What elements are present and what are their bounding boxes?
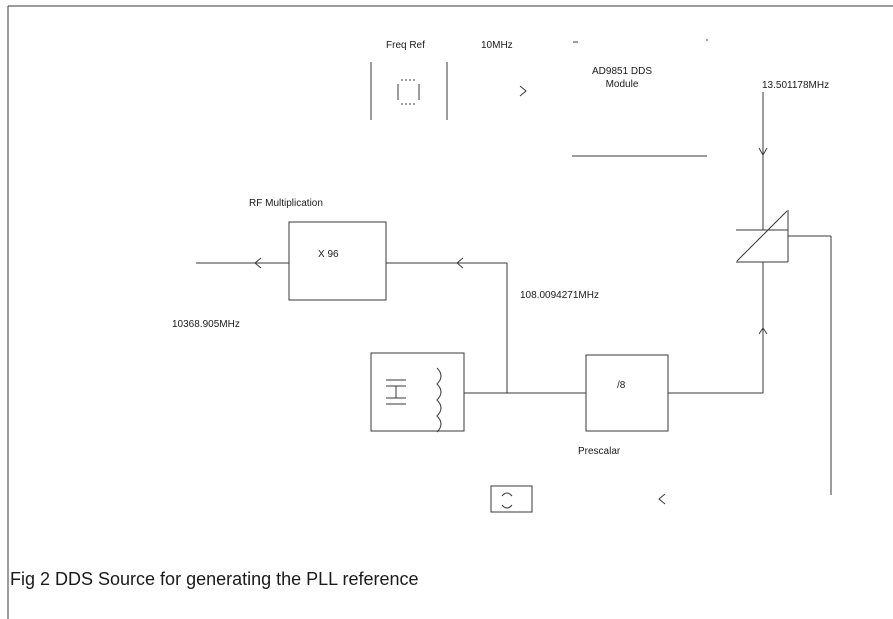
dds-module-label-line2: Module [605,79,639,90]
dds-output-frequency-label: 13.501178MHz [762,80,830,91]
loop-filter-symbol [490,485,533,513]
phase-detector [736,210,832,495]
left-arrow-icon [254,257,262,269]
rf-multiplier-box [288,221,387,301]
prescaler-box [585,354,669,432]
left-arrow-icon [456,257,464,269]
multiplier-label: X 96 [318,249,339,260]
dds-module-label-line1: AD9851 DDS [591,66,653,77]
crystal-oscillator-symbol [370,62,448,120]
left-arrow-icon [658,493,666,505]
ref-arrow-icon [519,85,527,97]
output-frequency-label: 10368.905MHz [172,319,240,330]
prescaler-ratio-label: /8 [617,380,626,391]
ref-frequency-label: 10MHz [481,40,513,51]
prescaler-label: Prescalar [578,446,621,457]
vco-frequency-label: 108.0094271MHz [520,290,599,301]
down-arrow-icon [758,147,768,157]
freq-ref-label: Freq Ref [386,40,425,51]
coil-icon [436,367,442,433]
up-arrow-icon [758,327,768,335]
vco-block [370,352,465,433]
figure-caption: Fig 2 DDS Source for generating the PLL … [10,569,419,589]
rf-multiplication-label: RF Multiplication [249,198,323,209]
